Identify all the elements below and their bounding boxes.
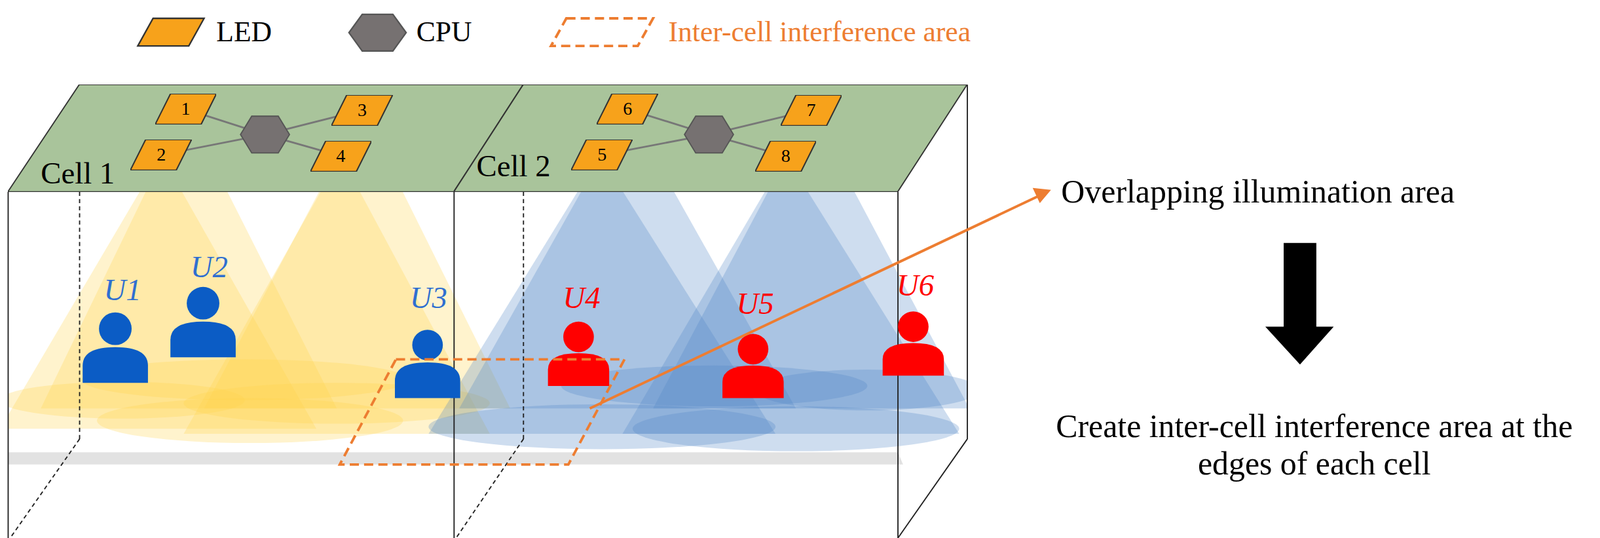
shape-outline xyxy=(596,93,658,125)
cpu-hexagon xyxy=(684,116,734,154)
user-label: U5 xyxy=(736,286,774,322)
cpu-swatch xyxy=(349,14,407,52)
user-label: U4 xyxy=(563,280,601,316)
led-number: 3 xyxy=(357,100,367,121)
user-label: U3 xyxy=(409,280,448,316)
cell-label: Cell 2 xyxy=(476,149,551,183)
shape-outline xyxy=(130,139,192,171)
cell-ceiling: Cell 1 1 2 3 4 xyxy=(7,84,524,192)
shape-outline xyxy=(780,94,842,126)
led-number: 6 xyxy=(622,98,633,120)
led-number: 7 xyxy=(806,100,817,121)
shape-outline xyxy=(155,93,217,125)
user-label: U2 xyxy=(190,249,228,285)
shape-outline xyxy=(571,139,633,171)
cell-label: Cell 1 xyxy=(40,156,115,190)
user-label: U6 xyxy=(896,267,934,304)
shape-outline xyxy=(453,84,968,192)
leader-line xyxy=(590,195,1040,409)
down-arrow xyxy=(1265,242,1334,365)
legend-text: Inter-cell interference area xyxy=(668,15,972,48)
shape-outline xyxy=(310,140,372,172)
user-label: U1 xyxy=(103,272,141,308)
user-icons xyxy=(82,286,944,399)
cpu-hexagon xyxy=(241,116,291,154)
interference-swatch xyxy=(550,18,653,46)
interference-area xyxy=(339,358,625,464)
led-box: 5 xyxy=(571,139,633,171)
led-box: 1 xyxy=(155,93,217,125)
legend-text: CPU xyxy=(416,15,473,48)
room-frame xyxy=(7,84,968,538)
floor xyxy=(7,451,903,465)
cell-ceiling: Cell 2 5 6 7 8 xyxy=(453,84,968,192)
shape-outline xyxy=(755,140,817,172)
led-box: 4 xyxy=(310,140,372,172)
led-number: 4 xyxy=(335,146,346,167)
shape-outline xyxy=(7,84,524,192)
callout-text: Overlapping illumination area xyxy=(1060,172,1455,211)
shape-outline xyxy=(331,94,393,126)
conclusion-text: Create inter-cell interference area at t… xyxy=(1049,407,1580,483)
leader-arrowhead xyxy=(1032,187,1052,204)
led-box: 8 xyxy=(755,140,817,172)
led-number: 2 xyxy=(156,144,166,166)
led-box: 7 xyxy=(780,94,842,126)
led-box: 2 xyxy=(130,139,192,171)
led-box: 6 xyxy=(596,93,658,125)
legend-text: LED xyxy=(216,15,272,48)
led-number: 5 xyxy=(597,144,607,166)
led-swatch xyxy=(137,18,204,46)
led-box: 3 xyxy=(331,94,393,126)
led-number: 1 xyxy=(181,98,191,120)
led-number: 8 xyxy=(781,146,791,167)
